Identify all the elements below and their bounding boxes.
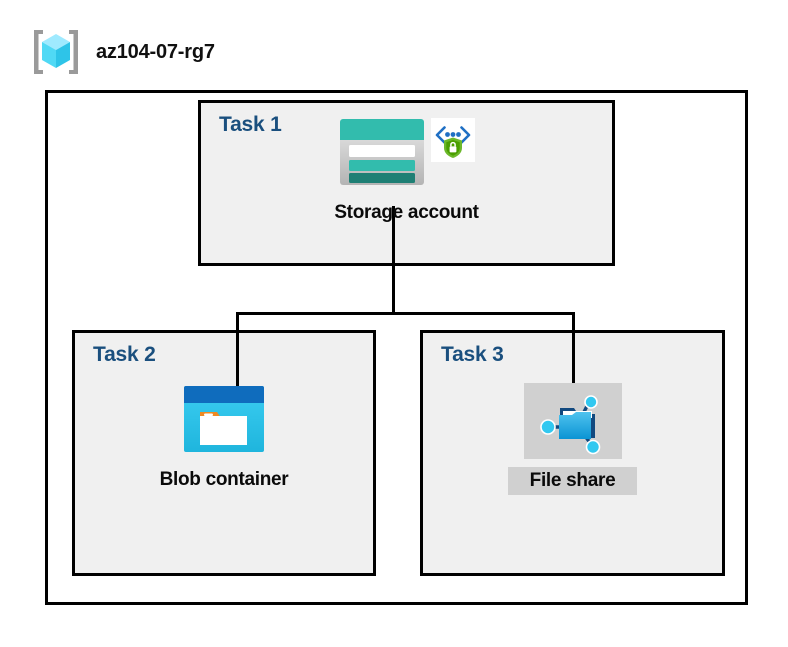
task-2-label: Task 2 <box>93 343 156 366</box>
task-3-label: Task 3 <box>441 343 504 366</box>
connector-bus-to-blob <box>236 312 239 389</box>
file-share-icon <box>523 383 622 459</box>
resource-group-icon <box>30 26 82 78</box>
file-share-node[interactable]: File share <box>420 383 725 495</box>
task-2-box: Task 2 <box>72 330 376 576</box>
storage-account-icon <box>339 118 425 191</box>
blob-container-icon <box>183 385 265 458</box>
connector-distribution-bus <box>236 312 575 315</box>
file-share-caption: File share <box>507 467 638 495</box>
storage-account-icon-row <box>339 118 475 191</box>
blob-container-node[interactable]: Blob container <box>72 385 376 494</box>
blob-container-caption: Blob container <box>159 469 289 490</box>
connector-bus-to-fileshare <box>572 312 575 389</box>
resource-group-name: az104-07-rg7 <box>96 40 215 63</box>
storage-account-caption: Storage account <box>334 202 479 223</box>
resource-group-header: az104-07-rg7 <box>30 26 215 78</box>
storage-account-node[interactable]: Storage account <box>198 118 615 227</box>
private-endpoint-shield-icon <box>430 118 475 167</box>
connector-storage-to-bus <box>392 206 395 314</box>
task-1-label: Task 1 <box>219 113 282 136</box>
